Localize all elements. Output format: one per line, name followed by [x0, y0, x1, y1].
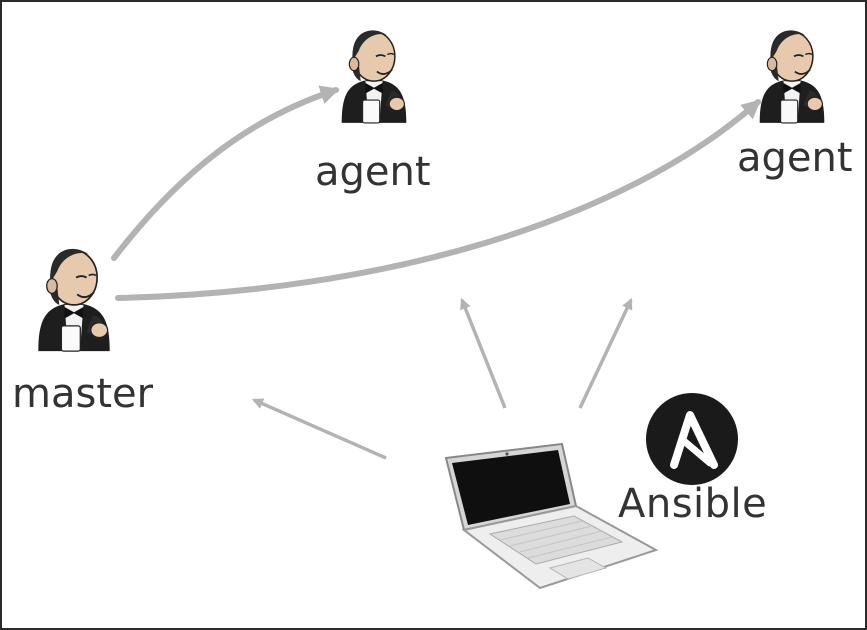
- ansible-logo-icon: [646, 393, 738, 485]
- arrows-laptop-outward: [251, 297, 633, 460]
- arrow-laptop-up-left: [460, 297, 507, 409]
- agent-2-label: agent: [737, 135, 853, 181]
- arrow-master-to-agent-2: [115, 99, 761, 301]
- jenkins-master-icon: [37, 247, 111, 353]
- arrow-master-to-agent-1: [111, 85, 340, 261]
- jenkins-agent-1-icon: [340, 29, 408, 124]
- jenkins-agent-2-icon: [758, 29, 826, 124]
- laptop-icon: [444, 442, 659, 590]
- arrows-master-to-agents: [111, 85, 761, 301]
- ansible-label: Ansible: [618, 481, 768, 527]
- master-label: master: [12, 371, 154, 417]
- agent-1-label: agent: [315, 149, 431, 195]
- arrow-laptop-up-right: [578, 297, 633, 409]
- arrow-laptop-to-master: [251, 398, 387, 460]
